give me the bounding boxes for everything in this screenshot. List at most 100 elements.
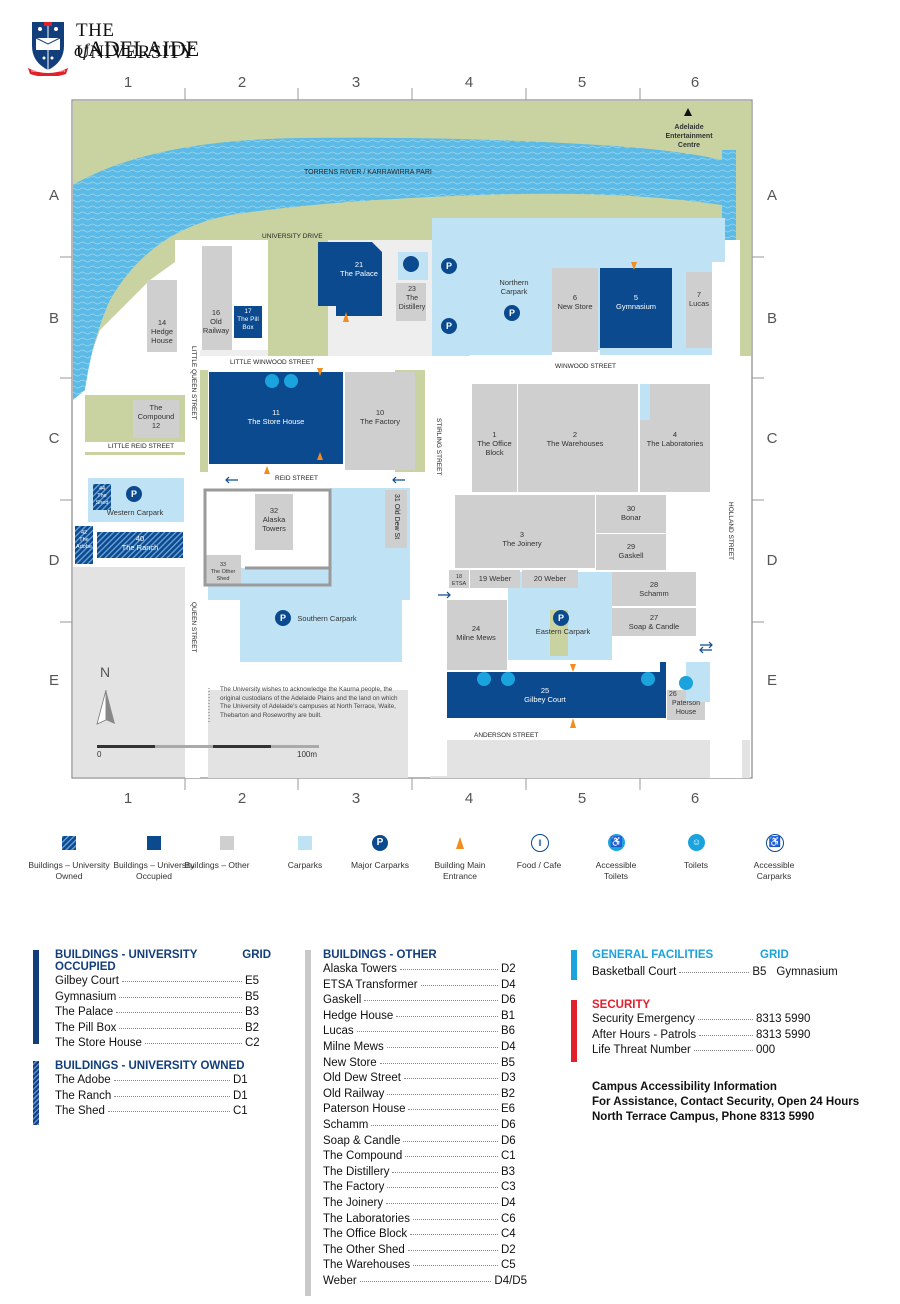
southern-carpark-label[interactable]: Southern Carpark [297,614,357,623]
university-logo: SUB CRUCE LUMEN THE UNIVERSITY ofADELAID… [28,20,218,80]
grid-col-1-bottom: 1 [123,790,133,807]
leader-dots [387,1187,498,1189]
scale-start: 0 [97,750,102,759]
logo-line1: THE UNIVERSITY [76,20,195,63]
list-item-name: ETSA Transformer [323,978,418,991]
grid-row-a-right: A [766,187,777,204]
crest-icon [28,22,68,76]
list-item-value: D6 [501,1134,516,1147]
grid-col-5-bottom: 5 [577,790,587,807]
general-title: GENERAL FACILITIES [592,949,714,961]
list-item-name: Gaskell [323,994,362,1007]
north-arrow-label: N [100,664,111,680]
general-bar [571,950,577,980]
legend-label-accessible-toilets: Accessible Toilets [595,860,637,881]
building-19[interactable]: 19 Weber [478,574,512,583]
river-label: TORRENS RIVER / KARRAWIRRA PARI [304,169,432,176]
leader-dots [371,1124,498,1126]
list-item-name: The Pill Box [55,1021,117,1034]
grid-row-d-right: D [766,552,778,569]
security-title: SECURITY [592,999,651,1011]
grid-row-c-right: C [766,430,778,447]
northern-carpark-label[interactable]: Northern Carpark [499,278,529,296]
list-item-value: E6 [501,1103,516,1116]
general-item-grid: B5 [752,966,767,978]
logo-motto: SUB CRUCE LUMEN [31,69,65,73]
building-20[interactable]: 20 Weber [533,574,567,583]
eastern-carpark-label[interactable]: Eastern Carpark [535,627,591,636]
leader-dots [144,1043,242,1045]
accessibility-line1: Campus Accessibility Information [592,1081,777,1093]
svg-text:P: P [509,308,515,318]
list-item-name: Weber [323,1274,357,1287]
western-carpark-label[interactable]: Western Carpark [106,508,164,517]
building-31[interactable]: 31 Old Dew St [393,494,400,540]
accessibility-line3: North Terrace Campus, Phone 8313 5990 [592,1111,815,1123]
grid-row-b-left: B [48,310,59,327]
